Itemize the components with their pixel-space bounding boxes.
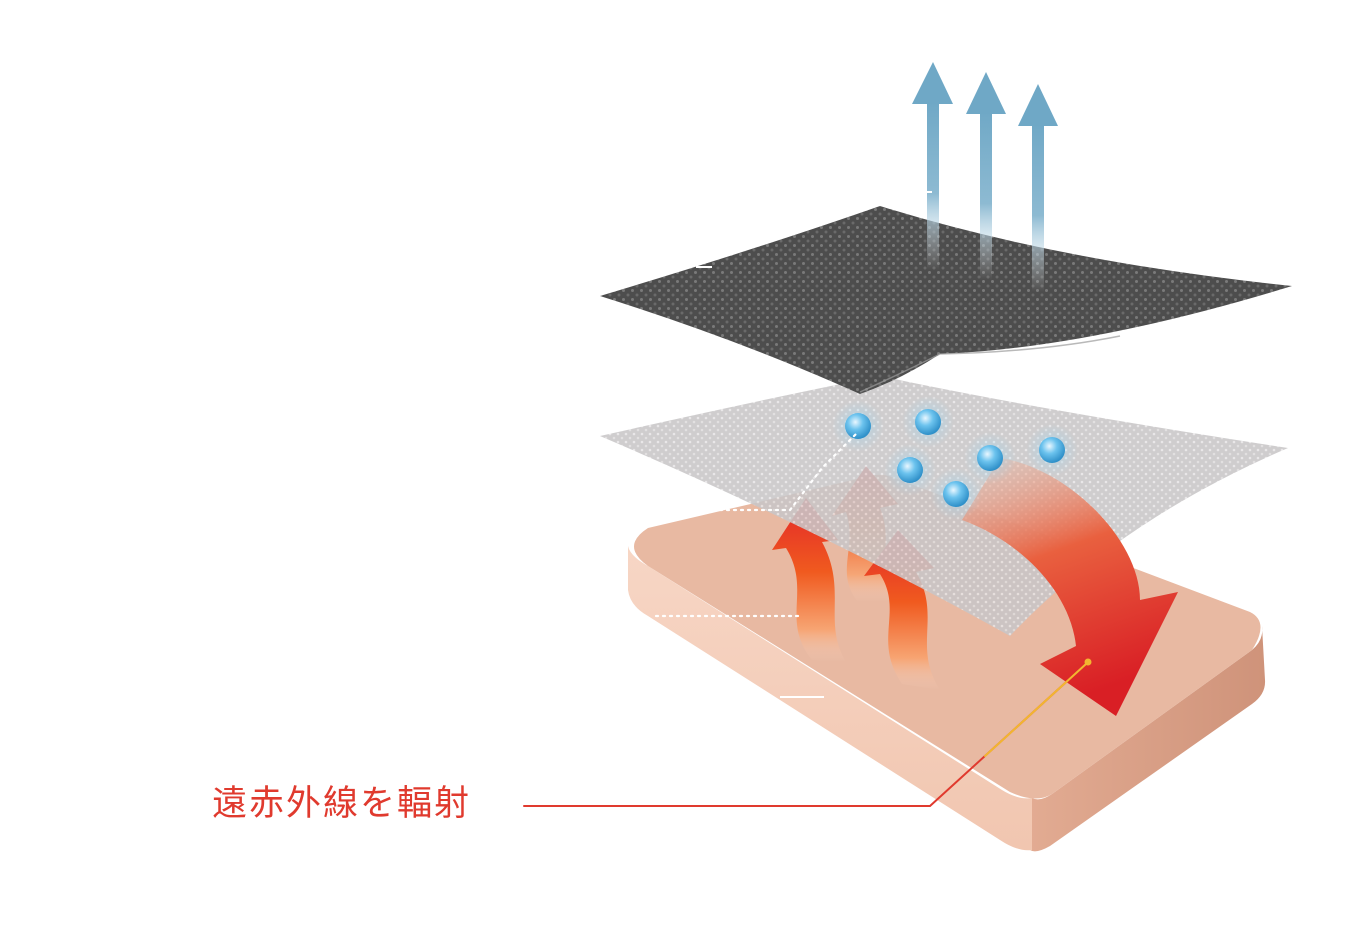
dotted-leaders	[654, 432, 858, 618]
radiation-arrow-icon	[962, 458, 1178, 716]
skin-slab-right-face	[1030, 626, 1266, 852]
dark-mesh-fold-line	[859, 335, 1121, 393]
water-droplet-icon	[884, 444, 936, 496]
up-arrow-icon	[966, 72, 1006, 280]
water-droplet-icon	[832, 400, 884, 452]
white-tick-marks	[696, 191, 932, 698]
moisture-beads	[832, 396, 1078, 520]
dark-mesh-layer	[600, 206, 1292, 394]
water-droplet-icon	[930, 468, 982, 520]
water-droplet-icon	[964, 432, 1016, 484]
up-arrow-icon	[912, 62, 953, 270]
callout-anchor-dot	[1084, 658, 1092, 666]
callout-leader-accent	[984, 663, 1087, 757]
callout-leader	[523, 658, 1092, 807]
up-arrow-icon	[1018, 84, 1058, 292]
vapor-arrows	[912, 62, 1058, 292]
far-infrared-callout-label: 遠赤外線を輻射	[212, 784, 472, 824]
water-droplet-icon	[902, 396, 954, 448]
dotted-leader-line	[690, 432, 858, 512]
water-droplet-icon	[1026, 424, 1078, 476]
skin-slab-front-face	[628, 546, 1032, 851]
